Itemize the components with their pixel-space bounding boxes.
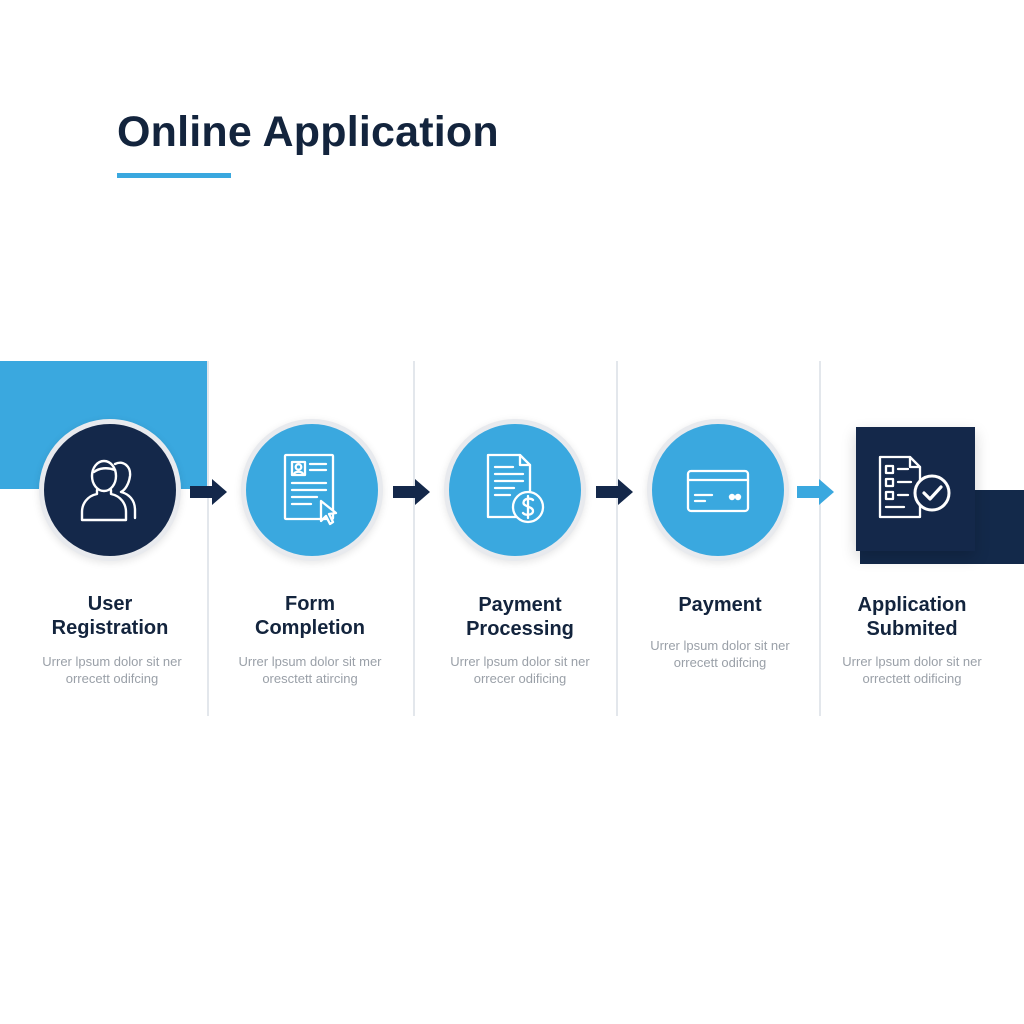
step-description-line: orrecer odificing [473,671,567,686]
payment-document-icon [486,453,545,524]
step-title-line: Completion [255,617,365,639]
step-title: Payment Processing [420,593,620,641]
step-description-line: Urrer lpsum dolor sit ner [42,654,182,669]
page-title: Online Application [117,108,499,156]
title-underline [117,173,231,178]
step-title-line: Payment [678,594,762,616]
step-description-line: orrecett odifcing [65,671,159,686]
arrow-right-icon [393,479,430,505]
step-title-line: Form [285,593,335,615]
step-description-line: Urrer lpsum dolor sit ner [450,654,590,669]
step-description-line: oresctett atircing [262,671,358,686]
step-description: Urrer lpsum dolor sit ner orrecer odific… [420,653,620,687]
step-description: Urrer lpsum dolor sit ner orrectett odif… [812,653,1012,687]
step-title-line: Payment [478,594,562,616]
arrow-right-icon [190,479,227,505]
arrow-right-icon [596,479,633,505]
arrow-right-icon [797,479,834,505]
step-title-line: Registration [51,617,169,639]
form-icon [283,453,338,526]
step-user-registration-circle [39,419,181,561]
step-description-line: Urrer lpsum dolor sit mer [238,654,382,669]
step-title: Application Submited [812,593,1012,641]
step-title-line: Application [857,594,967,616]
step-description: Urrer lpsum dolor sit mer oresctett atir… [210,653,410,687]
step-title-line: User [87,593,133,615]
step-title: Payment [620,593,820,617]
credit-card-icon [686,469,750,513]
step-description-line: orrectett odificing [862,671,962,686]
user-icon [80,459,137,522]
step-title: User Registration [10,592,210,640]
divider [413,361,415,716]
step-title-line: Processing [466,618,574,640]
document-check-icon [878,455,950,519]
step-description-line: Urrer lpsum dolor sit ner [842,654,982,669]
step-form-completion-circle [241,419,383,561]
divider [616,361,618,716]
step-title: Form Completion [210,592,410,640]
step-description: Urrer lpsum dolor sit ner orrecett odifc… [12,653,212,687]
step-application-submitted-card [856,427,975,551]
step-payment-circle [647,419,789,561]
divider [207,361,209,716]
step-description-line: Urrer lpsum dolor sit ner [650,638,790,653]
step-description-line: orrecett odifcing [673,655,767,670]
step-title-line: Submited [866,618,958,640]
divider [819,361,821,716]
step-description: Urrer lpsum dolor sit ner orrecett odifc… [620,637,820,671]
step-payment-processing-circle [444,419,586,561]
